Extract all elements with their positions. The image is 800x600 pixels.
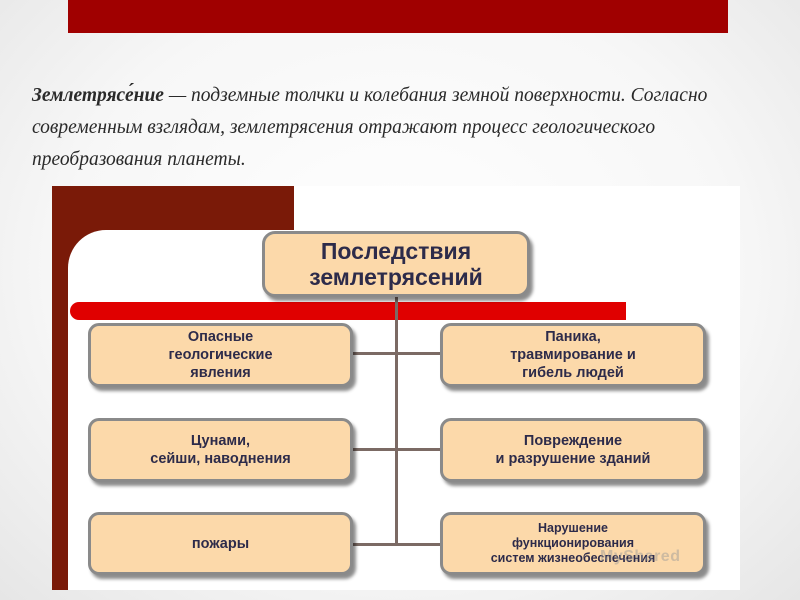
- left-box-fires: пожары: [88, 512, 353, 575]
- right-box-life-support-failure: Нарушение функционирования систем жизнео…: [440, 512, 706, 575]
- trunk-connector-line: [395, 296, 398, 545]
- top-accent-bar: [68, 0, 728, 33]
- left-box-geological-hazards: Опасные геологические явления: [88, 323, 353, 387]
- right-box-casualties: Паника, травмирование и гибель людей: [440, 323, 706, 387]
- definition-paragraph: Землетрясе́ние — подземные толчки и коле…: [32, 80, 752, 176]
- definition-text: — подземные толчки и колебания земной по…: [32, 85, 708, 170]
- branch-connector-row-3: [352, 543, 442, 546]
- left-box-tsunami: Цунами, сейши, наводнения: [88, 418, 353, 482]
- definition-term: Землетрясе́ние: [32, 85, 164, 106]
- branch-connector-row-1: [352, 352, 442, 355]
- watermark-logo: MyShared: [600, 548, 681, 565]
- diagram-title-box: Последствия землетрясений: [262, 231, 530, 297]
- consequences-diagram: Последствия землетрясений Опасные геолог…: [52, 186, 740, 590]
- branch-connector-row-2: [352, 448, 442, 451]
- red-accent-stripe: [70, 302, 626, 320]
- right-box-building-damage: Повреждение и разрушение зданий: [440, 418, 706, 482]
